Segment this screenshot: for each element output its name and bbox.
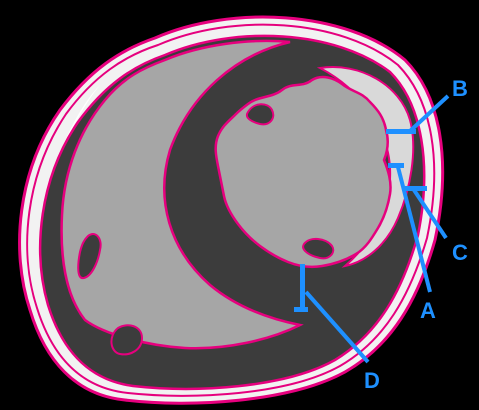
label-c: C	[452, 240, 468, 265]
label-b: B	[452, 76, 468, 101]
annotation-a-marker	[388, 163, 404, 168]
annotation-d-marker	[300, 264, 305, 312]
label-a: A	[420, 298, 436, 323]
label-d: D	[364, 368, 380, 393]
annotation-d-cap	[294, 307, 308, 312]
left-small-blob-2	[111, 325, 142, 354]
papillary-blob-top	[247, 104, 273, 124]
